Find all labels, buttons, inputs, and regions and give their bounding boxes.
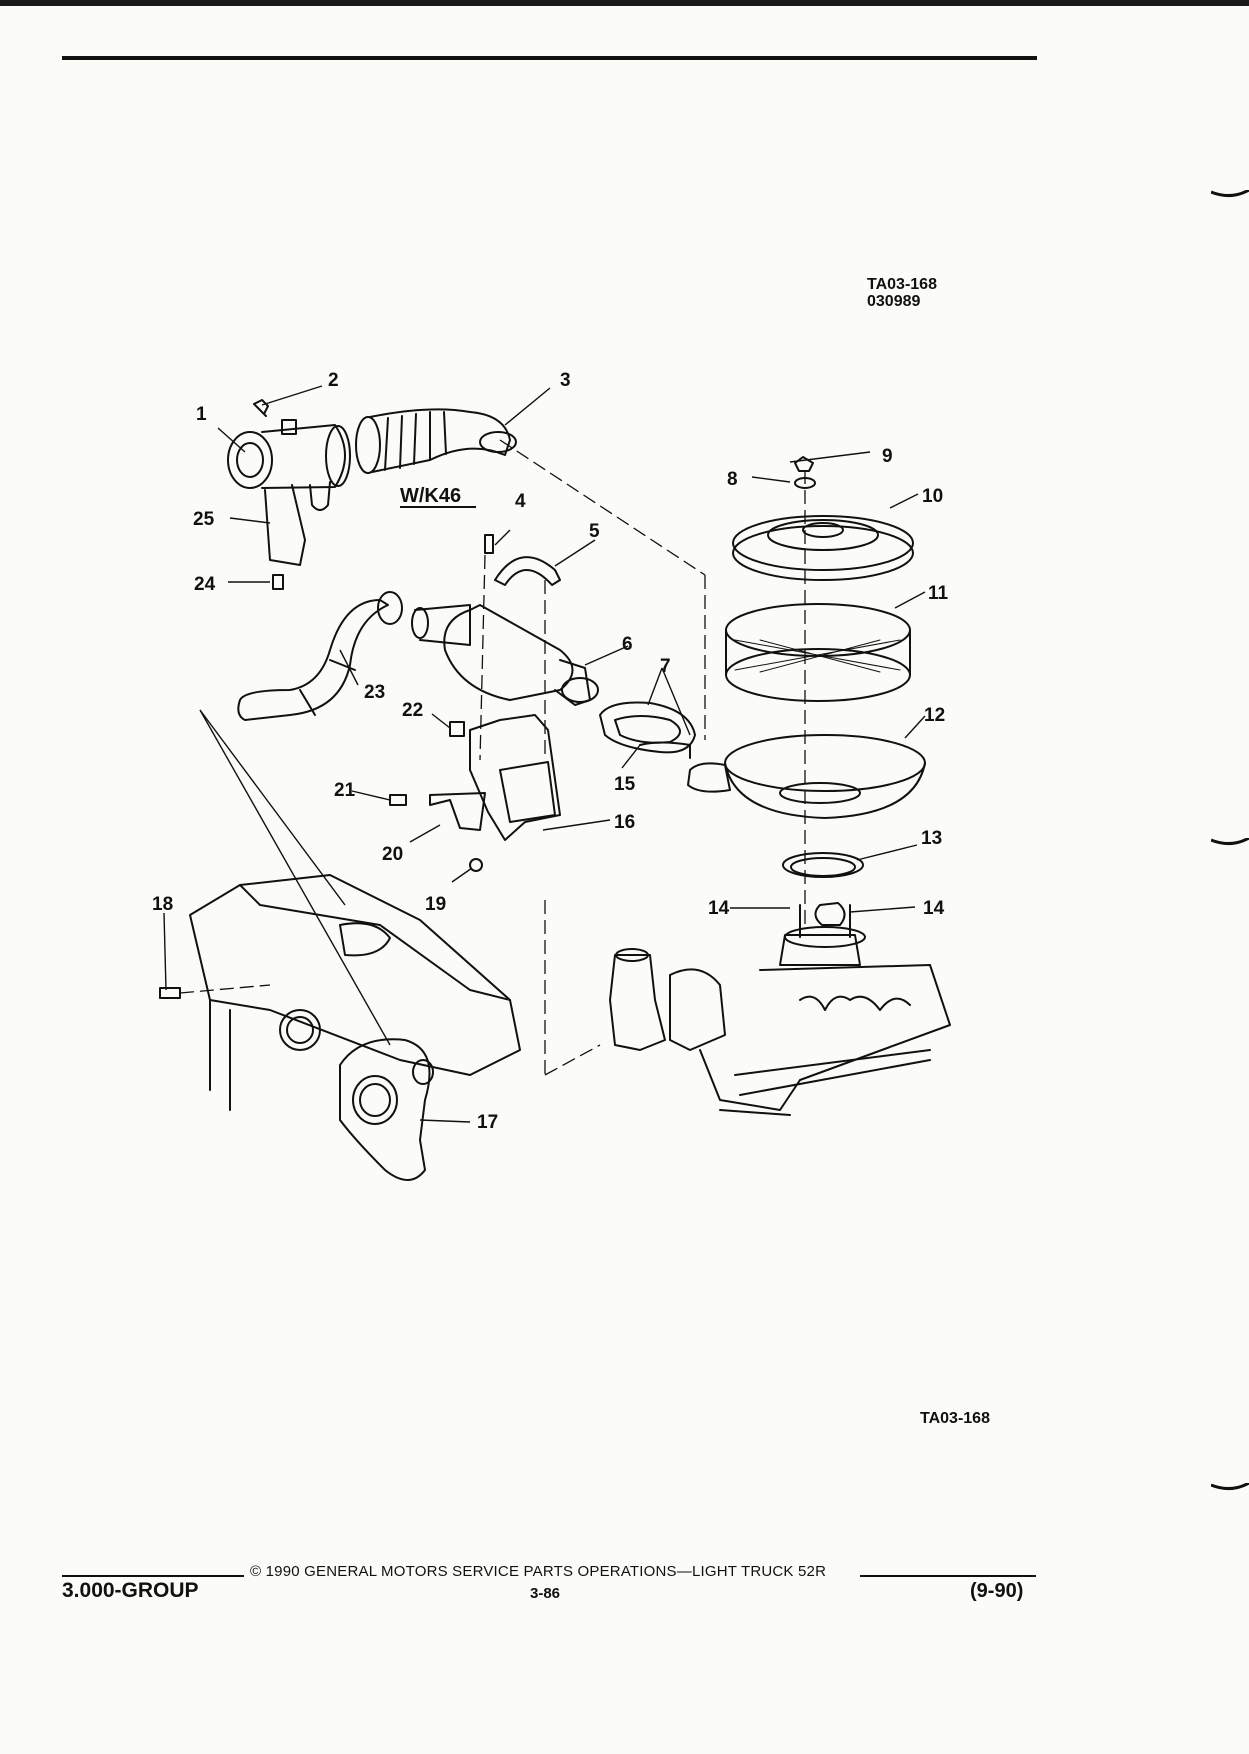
- part-17-shroud: [339, 1038, 434, 1181]
- alignment-lines: [179, 439, 806, 1076]
- part-5-strap: [494, 556, 561, 586]
- callout-16: 16: [614, 812, 635, 833]
- callout-14-left: 14: [708, 898, 730, 919]
- figure-reference: TA03-168 030989: [867, 276, 937, 310]
- part-2-screw: [253, 399, 269, 417]
- part-3-bellows-hose: [355, 408, 517, 474]
- part-10-cover: [732, 456, 914, 581]
- callout-20: 20: [382, 844, 403, 865]
- part-24-bolt: [272, 574, 284, 590]
- figure-date: 030989: [867, 293, 921, 310]
- callout-15: 15: [614, 774, 636, 795]
- callout-8: 8: [727, 469, 738, 490]
- leader-lines: [163, 385, 926, 1123]
- callout-5: 5: [589, 521, 600, 542]
- bottom-figure-code: TA03-168: [920, 1410, 990, 1427]
- scan-top-edge: [0, 0, 1249, 6]
- callout-22: 22: [402, 700, 423, 721]
- callout-2: 2: [328, 370, 339, 391]
- callout-11: 11: [928, 583, 949, 604]
- throttle-body-assembly: [609, 902, 951, 1116]
- footer-group: 3.000-GROUP: [62, 1579, 199, 1602]
- binding-mark: [1211, 190, 1249, 197]
- callout-24: 24: [194, 574, 216, 595]
- footer-page-number: 3-86: [530, 1585, 561, 1602]
- callout-17: 17: [477, 1112, 498, 1133]
- part-1-intake-duct: [227, 419, 351, 566]
- part-6-resonator: [411, 604, 599, 706]
- callout-9: 9: [882, 446, 893, 467]
- part-13-gasket: [782, 852, 864, 878]
- part-12-housing: [687, 734, 926, 819]
- part-19-nut: [469, 858, 483, 872]
- binding-mark: [1211, 1483, 1249, 1490]
- footer-copyright: © 1990 GENERAL MOTORS SERVICE PARTS OPER…: [250, 1563, 827, 1580]
- part-4-bolt: [484, 534, 494, 554]
- part-16-bracket: [429, 714, 561, 841]
- figure-code: TA03-168: [867, 276, 937, 293]
- callout-4: 4: [515, 491, 526, 512]
- part-21-bolt: [389, 794, 407, 806]
- part-11-filter: [725, 603, 911, 702]
- header-rule: [62, 56, 1037, 60]
- binding-mark: [1211, 838, 1249, 845]
- part-23-hose: [237, 591, 403, 721]
- part-18-bolt: [159, 987, 181, 999]
- footer-rule-left: [62, 1575, 244, 1577]
- callout-23: 23: [364, 682, 385, 703]
- callout-7: 7: [660, 656, 671, 677]
- callout-6: 6: [622, 634, 633, 655]
- callout-21: 21: [334, 780, 356, 801]
- variant-label: W/K46: [400, 485, 461, 507]
- part-7-15-ducts: [599, 701, 696, 759]
- callout-19: 19: [425, 894, 446, 915]
- callout-18: 18: [152, 894, 173, 915]
- footer-date: (9-90): [970, 1580, 1024, 1602]
- callout-13: 13: [921, 828, 942, 849]
- callout-10: 10: [922, 486, 943, 507]
- callout-25: 25: [193, 509, 215, 530]
- engine-bracket: [189, 874, 521, 1111]
- callout-numbers: 1 2 3 4 5 6 7 8 9 10 11 12 13 14 14 15 1…: [152, 370, 949, 1133]
- callout-3: 3: [560, 370, 571, 391]
- callout-14-right: 14: [923, 898, 945, 919]
- callout-12: 12: [924, 705, 945, 726]
- footer-rule-right: [860, 1575, 1036, 1577]
- part-22-nut: [449, 721, 465, 737]
- callout-1: 1: [196, 404, 207, 425]
